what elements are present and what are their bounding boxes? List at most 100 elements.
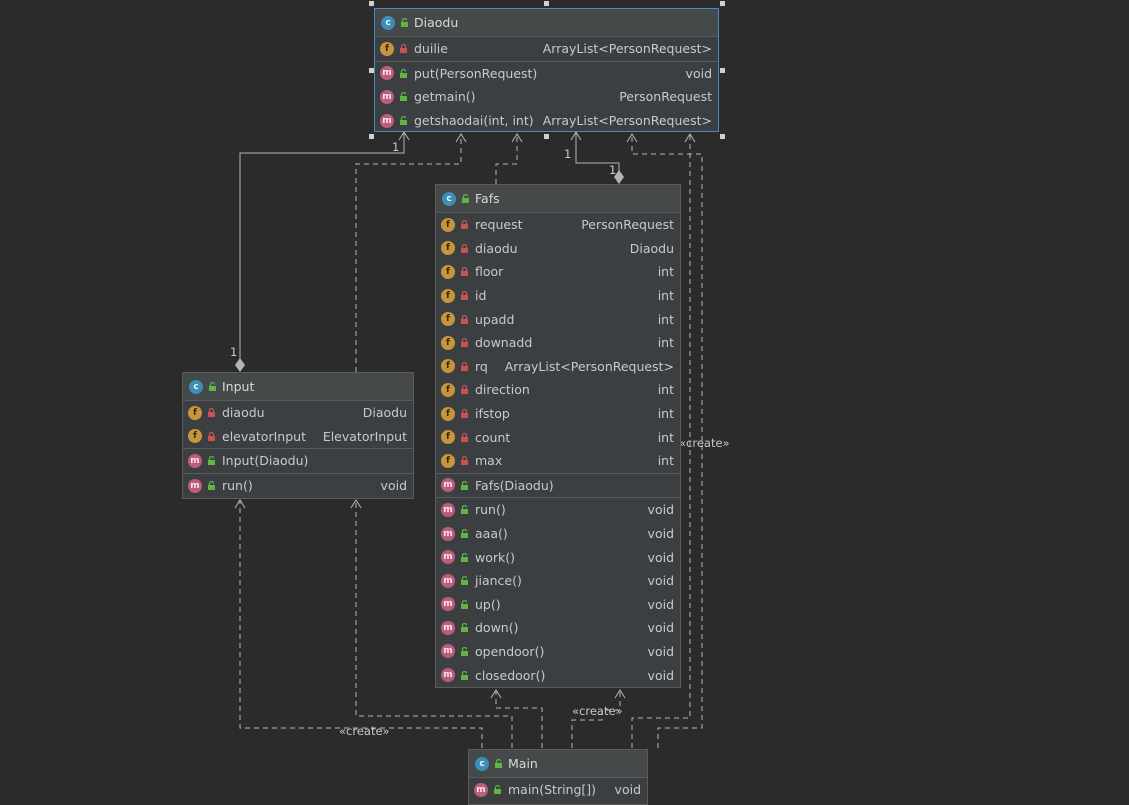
field-name: duilie	[414, 41, 448, 57]
method-type: void	[380, 478, 407, 494]
private-lock-icon	[460, 338, 469, 348]
multiplicity-input-diaodu-end: 1	[392, 140, 400, 154]
constructor-row[interactable]: m Fafs(Diaodu)	[436, 474, 680, 498]
method-name: put(PersonRequest)	[414, 65, 538, 81]
method-row[interactable]: m getshaodai(int, int) ArrayList<PersonR…	[375, 109, 718, 133]
field-row[interactable]: f elevatorInput ElevatorInput	[183, 425, 413, 449]
method-row[interactable]: m getmain() PersonRequest	[375, 85, 718, 109]
public-lock-icon	[207, 481, 216, 491]
resize-handle[interactable]	[544, 134, 549, 139]
main-uses-fafs-dependency	[495, 690, 543, 748]
field-row[interactable]: f duilie ArrayList<PersonRequest>	[375, 37, 718, 61]
field-name: direction	[475, 382, 530, 398]
private-lock-icon	[207, 408, 216, 418]
resize-handle[interactable]	[720, 68, 725, 73]
method-name: getmain()	[414, 89, 476, 105]
public-lock-icon	[460, 599, 469, 609]
create-label-input: «create»	[339, 724, 390, 738]
resize-handle[interactable]	[369, 134, 374, 139]
method-name: closedoor()	[475, 667, 546, 683]
method-name: run()	[222, 478, 253, 494]
field-icon: f	[441, 453, 455, 468]
method-icon: m	[474, 782, 488, 797]
class-name: Input	[222, 379, 255, 394]
field-type: Diaodu	[629, 240, 674, 256]
method-icon: m	[441, 573, 455, 588]
resize-handle[interactable]	[544, 1, 549, 6]
class-main[interactable]: c Main m main(String[]) void	[468, 749, 648, 805]
method-row[interactable]: m run() void	[183, 474, 413, 498]
fafs-uses-diaodu-dependency	[495, 134, 518, 184]
field-icon: f	[441, 264, 455, 279]
method-row[interactable]: m put(PersonRequest) void	[375, 62, 718, 86]
field-type: int	[657, 406, 674, 422]
field-type: int	[657, 264, 674, 280]
private-lock-icon	[460, 243, 469, 253]
private-lock-icon	[460, 456, 469, 466]
field-icon: f	[380, 41, 394, 56]
field-name: diaodu	[222, 405, 265, 421]
public-lock-icon	[460, 480, 469, 490]
method-icon: m	[380, 89, 394, 104]
resize-handle[interactable]	[369, 68, 374, 73]
input-diaodu-association	[239, 132, 405, 366]
field-icon: f	[441, 312, 455, 327]
class-header: c Input	[183, 373, 413, 401]
field-icon: f	[441, 217, 455, 232]
field-name: elevatorInput	[222, 428, 306, 444]
field-icon: f	[188, 405, 202, 420]
method-icon: m	[441, 644, 455, 659]
private-lock-icon	[460, 314, 469, 324]
method-name: down()	[475, 620, 519, 636]
resize-handle[interactable]	[369, 1, 374, 6]
multiplicity-fafs-diaodu-end: 1	[564, 147, 572, 161]
field-icon: f	[441, 288, 455, 303]
field-row[interactable]: f diaodu Diaodu	[183, 401, 413, 425]
method-name: jiance()	[475, 573, 522, 589]
resize-handle[interactable]	[720, 134, 725, 139]
resize-handle[interactable]	[720, 1, 725, 6]
method-icon: m	[441, 526, 455, 541]
method-name: up()	[475, 596, 501, 612]
method-type: void	[647, 620, 674, 636]
class-name: Main	[508, 756, 538, 771]
method-name: main(String[])	[508, 782, 597, 798]
public-lock-icon	[460, 505, 469, 515]
method-row[interactable]: m main(String[]) void	[469, 778, 647, 802]
constructor-row[interactable]: m Input(Diaodu)	[183, 449, 413, 473]
field-type: Diaodu	[362, 405, 407, 421]
field-icon: f	[441, 382, 455, 397]
class-icon: c	[381, 15, 395, 30]
public-lock-icon	[460, 552, 469, 562]
class-input[interactable]: c Input f diaodu Diaodu f elevatorInput …	[182, 372, 414, 499]
create-label-fafs: «create»	[572, 704, 623, 718]
field-icon: f	[441, 430, 455, 445]
multiplicity-input-owner-end: 1	[230, 345, 238, 359]
field-name: count	[475, 429, 511, 445]
private-lock-icon	[460, 385, 469, 395]
public-lock-icon	[460, 529, 469, 539]
public-lock-icon	[460, 646, 469, 656]
class-diaodu[interactable]: c Diaodu f duilie ArrayList<PersonReques…	[374, 8, 719, 132]
method-icon: m	[380, 113, 394, 128]
